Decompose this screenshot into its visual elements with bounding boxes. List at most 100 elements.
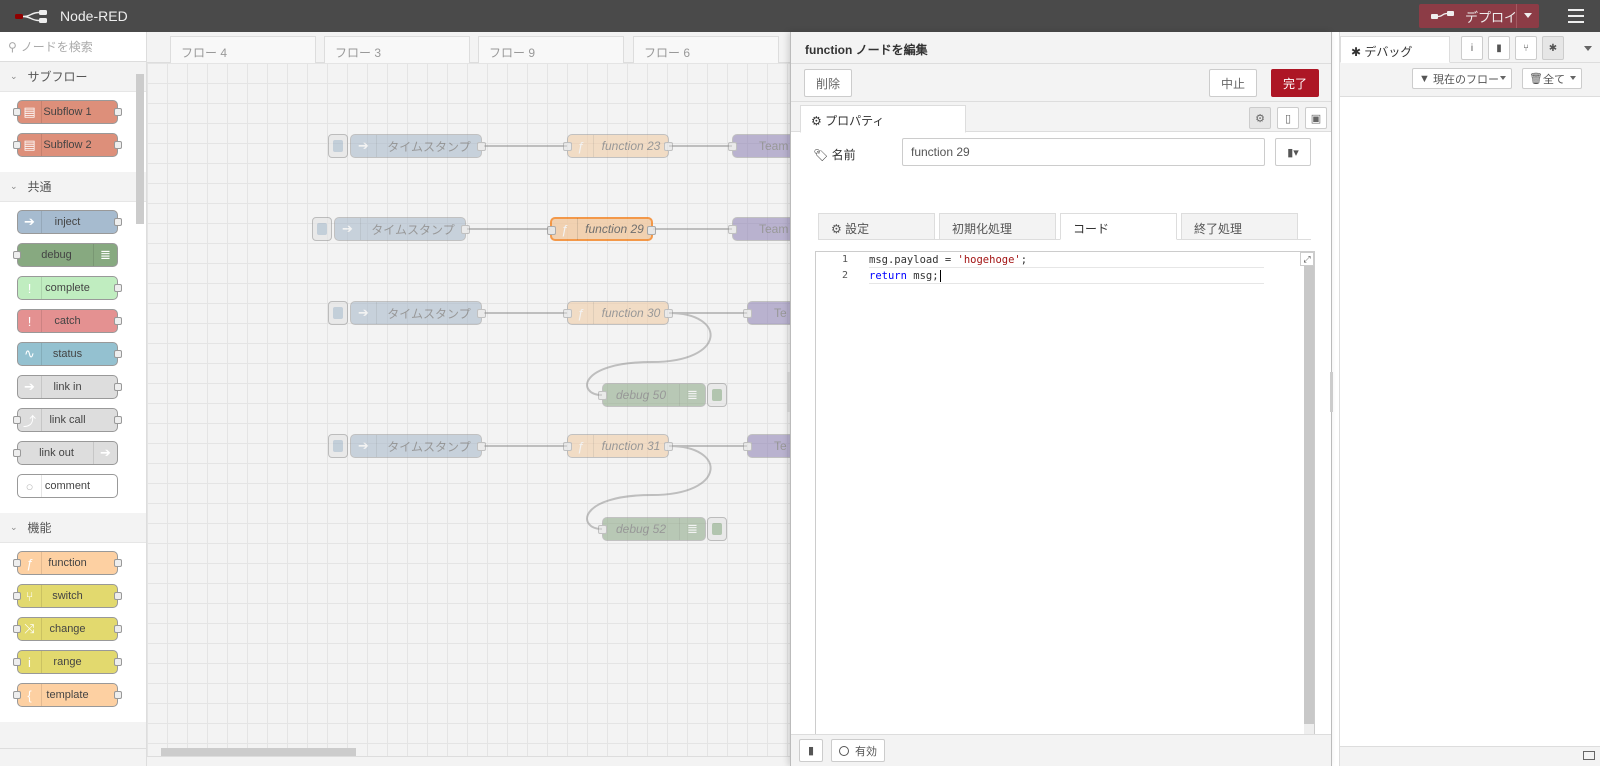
- node-label: function: [48, 557, 87, 569]
- palette-search-placeholder: ノードを検索: [20, 40, 93, 54]
- code-editor[interactable]: 1 2 msg.payload = 'hogehoge'; return msg…: [815, 251, 1315, 740]
- palette-node-link-call[interactable]: ⤴ link call: [13, 408, 122, 432]
- palette-node-comment[interactable]: ○ comment: [17, 474, 118, 498]
- flow-node-function-selected[interactable]: ƒ function 29: [547, 217, 656, 241]
- palette-node-complete[interactable]: ! complete: [17, 276, 122, 300]
- flow-node-timestamp[interactable]: ➔ タイムスタンプ: [350, 301, 486, 325]
- tab-debug[interactable]: ✱ デバッグ: [1340, 36, 1450, 63]
- palette-node-subflow-1[interactable]: ▤ Subflow 1: [13, 100, 122, 124]
- flow-node-team[interactable]: Te: [743, 301, 793, 325]
- palette-node-switch[interactable]: ⑂ switch: [13, 584, 122, 608]
- inject-trigger-button[interactable]: [312, 217, 332, 241]
- monitor-icon[interactable]: [1583, 751, 1595, 760]
- palette-category-subflow[interactable]: ⌄ サブフロー: [0, 62, 146, 92]
- info-icon[interactable]: i: [1461, 36, 1483, 60]
- palette-search[interactable]: ⚲ ノードを検索: [0, 32, 146, 62]
- code-line[interactable]: msg.payload = 'hogehoge';: [869, 252, 1264, 268]
- debug-toggle-button[interactable]: [707, 517, 727, 541]
- palette-node-function[interactable]: ƒ function: [13, 551, 122, 575]
- tab-on-stop[interactable]: 終了処理: [1181, 213, 1298, 240]
- flow-node-function[interactable]: ƒ function 30: [563, 301, 673, 325]
- flow-node-team[interactable]: Te: [743, 434, 793, 458]
- flow-node-function[interactable]: ƒ function 31: [563, 434, 673, 458]
- editor-scrollbar[interactable]: [1304, 252, 1314, 739]
- link-call-icon: ⤴: [18, 409, 42, 431]
- flow-node-timestamp[interactable]: ➔ タイムスタンプ: [334, 217, 470, 241]
- palette-scrollbar[interactable]: [136, 66, 144, 726]
- palette-group-common: ➔ inject debug ≣ ! complete ! catch ∿ st…: [0, 202, 146, 513]
- node-label: Subflow 2: [43, 139, 92, 151]
- deploy-button[interactable]: デプロイ: [1419, 4, 1539, 28]
- tab-setup[interactable]: ⚙ 設定: [818, 213, 935, 240]
- library-book-icon[interactable]: ▮▾: [1275, 138, 1311, 166]
- flow-node-team[interactable]: Team: [728, 217, 793, 241]
- workspace-tabs: フロー 4 フロー 3 フロー 9 フロー 6: [147, 32, 793, 63]
- debug-clear-select[interactable]: 🗑全て: [1522, 68, 1582, 89]
- deploy-separator: [1516, 4, 1517, 28]
- settings-gear-icon[interactable]: ⚙: [1249, 107, 1271, 129]
- palette-category-function[interactable]: ⌄ 機能: [0, 513, 146, 543]
- enabled-toggle[interactable]: 有効: [831, 739, 885, 762]
- description-doc-icon[interactable]: ▯: [1277, 107, 1299, 129]
- node-label: catch: [54, 315, 81, 327]
- palette-node-range[interactable]: i range: [13, 650, 122, 674]
- debug-sidebar: ✱ デバッグ i ▮ ⑂ ✱ ▼ 現在のフロー 🗑全て: [1339, 32, 1600, 766]
- link-arrow-icon: ➔: [18, 376, 42, 398]
- tab-on-message[interactable]: コード: [1060, 213, 1177, 240]
- palette-node-template[interactable]: { template: [13, 683, 122, 707]
- palette-node-status[interactable]: ∿ status: [17, 342, 122, 366]
- main-menu-icon[interactable]: [1568, 9, 1584, 23]
- tab-on-start[interactable]: 初期化処理: [939, 213, 1056, 240]
- subflow-icon: ▤: [18, 134, 42, 156]
- palette-node-link-out[interactable]: link out ➔: [13, 441, 118, 465]
- text-cursor: [939, 270, 941, 282]
- tab-properties[interactable]: ⚙ プロパティ: [800, 105, 966, 133]
- bug-icon[interactable]: ✱: [1542, 36, 1564, 60]
- node-label: Te: [774, 439, 787, 453]
- palette-node-inject[interactable]: ➔ inject: [17, 210, 122, 234]
- flow-node-timestamp[interactable]: ➔ タイムスタンプ: [350, 434, 486, 458]
- help-book-icon[interactable]: ▮: [1488, 36, 1510, 60]
- deploy-menu-caret-icon[interactable]: [1524, 13, 1532, 18]
- inject-trigger-button[interactable]: [328, 434, 348, 458]
- flow-node-debug[interactable]: debug 50 ≣: [598, 383, 706, 407]
- tab-flow-4[interactable]: フロー 4: [170, 36, 316, 63]
- cancel-button[interactable]: 中止: [1209, 69, 1257, 97]
- inject-trigger-button[interactable]: [328, 134, 348, 158]
- canvas-grid[interactable]: [147, 63, 793, 756]
- delete-button[interactable]: 削除: [804, 69, 852, 97]
- sidebar-menu-caret-icon[interactable]: [1584, 46, 1592, 51]
- node-label: タイムスタンプ: [387, 139, 471, 154]
- palette-node-debug[interactable]: debug ≣: [13, 243, 118, 267]
- node-label: template: [46, 689, 89, 701]
- workspace-horizontal-scrollbar[interactable]: [161, 748, 356, 756]
- inject-trigger-button[interactable]: [328, 301, 348, 325]
- flow-node-debug[interactable]: debug 52 ≣: [598, 517, 706, 541]
- code-line[interactable]: return msg;: [869, 268, 1264, 284]
- sidebar-resize-handle[interactable]: [1330, 372, 1333, 412]
- tray-resize-handle[interactable]: [787, 372, 790, 412]
- debug-toggle-button[interactable]: [707, 383, 727, 407]
- palette-node-subflow-2[interactable]: ▤ Subflow 2: [13, 133, 122, 157]
- app-logo: Node-RED: [14, 8, 128, 24]
- palette-footer: [0, 748, 146, 766]
- tab-flow-6[interactable]: フロー 6: [633, 36, 779, 63]
- expand-editor-icon[interactable]: ⤢: [1300, 252, 1314, 266]
- palette-node-link-in[interactable]: ➔ link in: [17, 375, 122, 399]
- palette-node-change[interactable]: ⤨ change: [13, 617, 122, 641]
- tab-flow-9[interactable]: フロー 9: [478, 36, 624, 63]
- help-book-icon[interactable]: ▮: [799, 739, 823, 762]
- flow-node-team[interactable]: Team: [728, 134, 793, 158]
- inject-arrow-icon: ➔: [351, 302, 377, 324]
- tab-flow-3[interactable]: フロー 3: [324, 36, 470, 63]
- name-input[interactable]: [902, 138, 1265, 166]
- git-branch-icon[interactable]: ⑂: [1515, 36, 1537, 60]
- palette-category-common[interactable]: ⌄ 共通: [0, 172, 146, 202]
- palette-node-catch[interactable]: ! catch: [17, 309, 122, 333]
- appearance-icon[interactable]: ▣: [1305, 107, 1327, 129]
- done-button[interactable]: 完了: [1271, 69, 1319, 97]
- debug-filter-select[interactable]: ▼ 現在のフロー: [1412, 68, 1512, 89]
- flow-node-function[interactable]: ƒ function 23: [563, 134, 673, 158]
- function-icon: ƒ: [552, 218, 578, 240]
- flow-node-timestamp[interactable]: ➔ タイムスタンプ: [350, 134, 486, 158]
